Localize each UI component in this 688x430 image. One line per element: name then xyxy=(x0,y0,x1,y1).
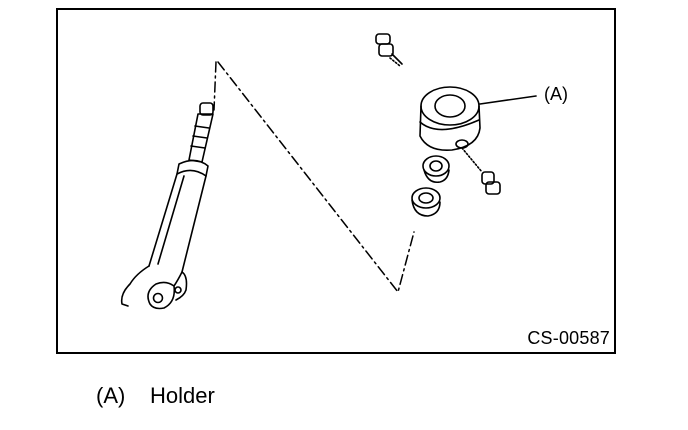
mount-hole-side xyxy=(174,286,182,294)
bushing-upper xyxy=(422,155,450,184)
shock-absorber xyxy=(120,102,214,310)
cylinder-body xyxy=(148,173,207,273)
exploded-diagram: (A) xyxy=(120,33,568,310)
holder-body xyxy=(419,105,481,152)
assembly-line xyxy=(213,61,415,293)
holder-top xyxy=(420,86,480,126)
holder-seam xyxy=(419,119,480,131)
piston-rod-cap xyxy=(199,102,214,116)
legend-description: Holder xyxy=(150,383,215,408)
cylinder-shade xyxy=(157,175,185,265)
callout-label: (A) xyxy=(544,84,568,104)
legend-key: (A) xyxy=(96,383,126,408)
mount-hole-front xyxy=(152,292,164,304)
holder xyxy=(419,86,481,152)
holder-bolt-hole xyxy=(455,139,469,149)
figure-code: CS-00587 xyxy=(527,328,610,348)
legend: (A) Holder xyxy=(96,383,215,409)
bushing-lower xyxy=(411,187,441,217)
bolt-upper xyxy=(375,33,403,67)
cylinder-collar xyxy=(176,159,209,177)
callout-leader xyxy=(479,95,537,105)
piston-rod xyxy=(188,113,214,163)
holder-hole xyxy=(434,94,466,118)
bolt-lower xyxy=(461,147,501,195)
rod-ring xyxy=(190,125,210,149)
lower-mount xyxy=(120,265,188,310)
figure-frame: (A) CS-00587 xyxy=(56,8,616,354)
